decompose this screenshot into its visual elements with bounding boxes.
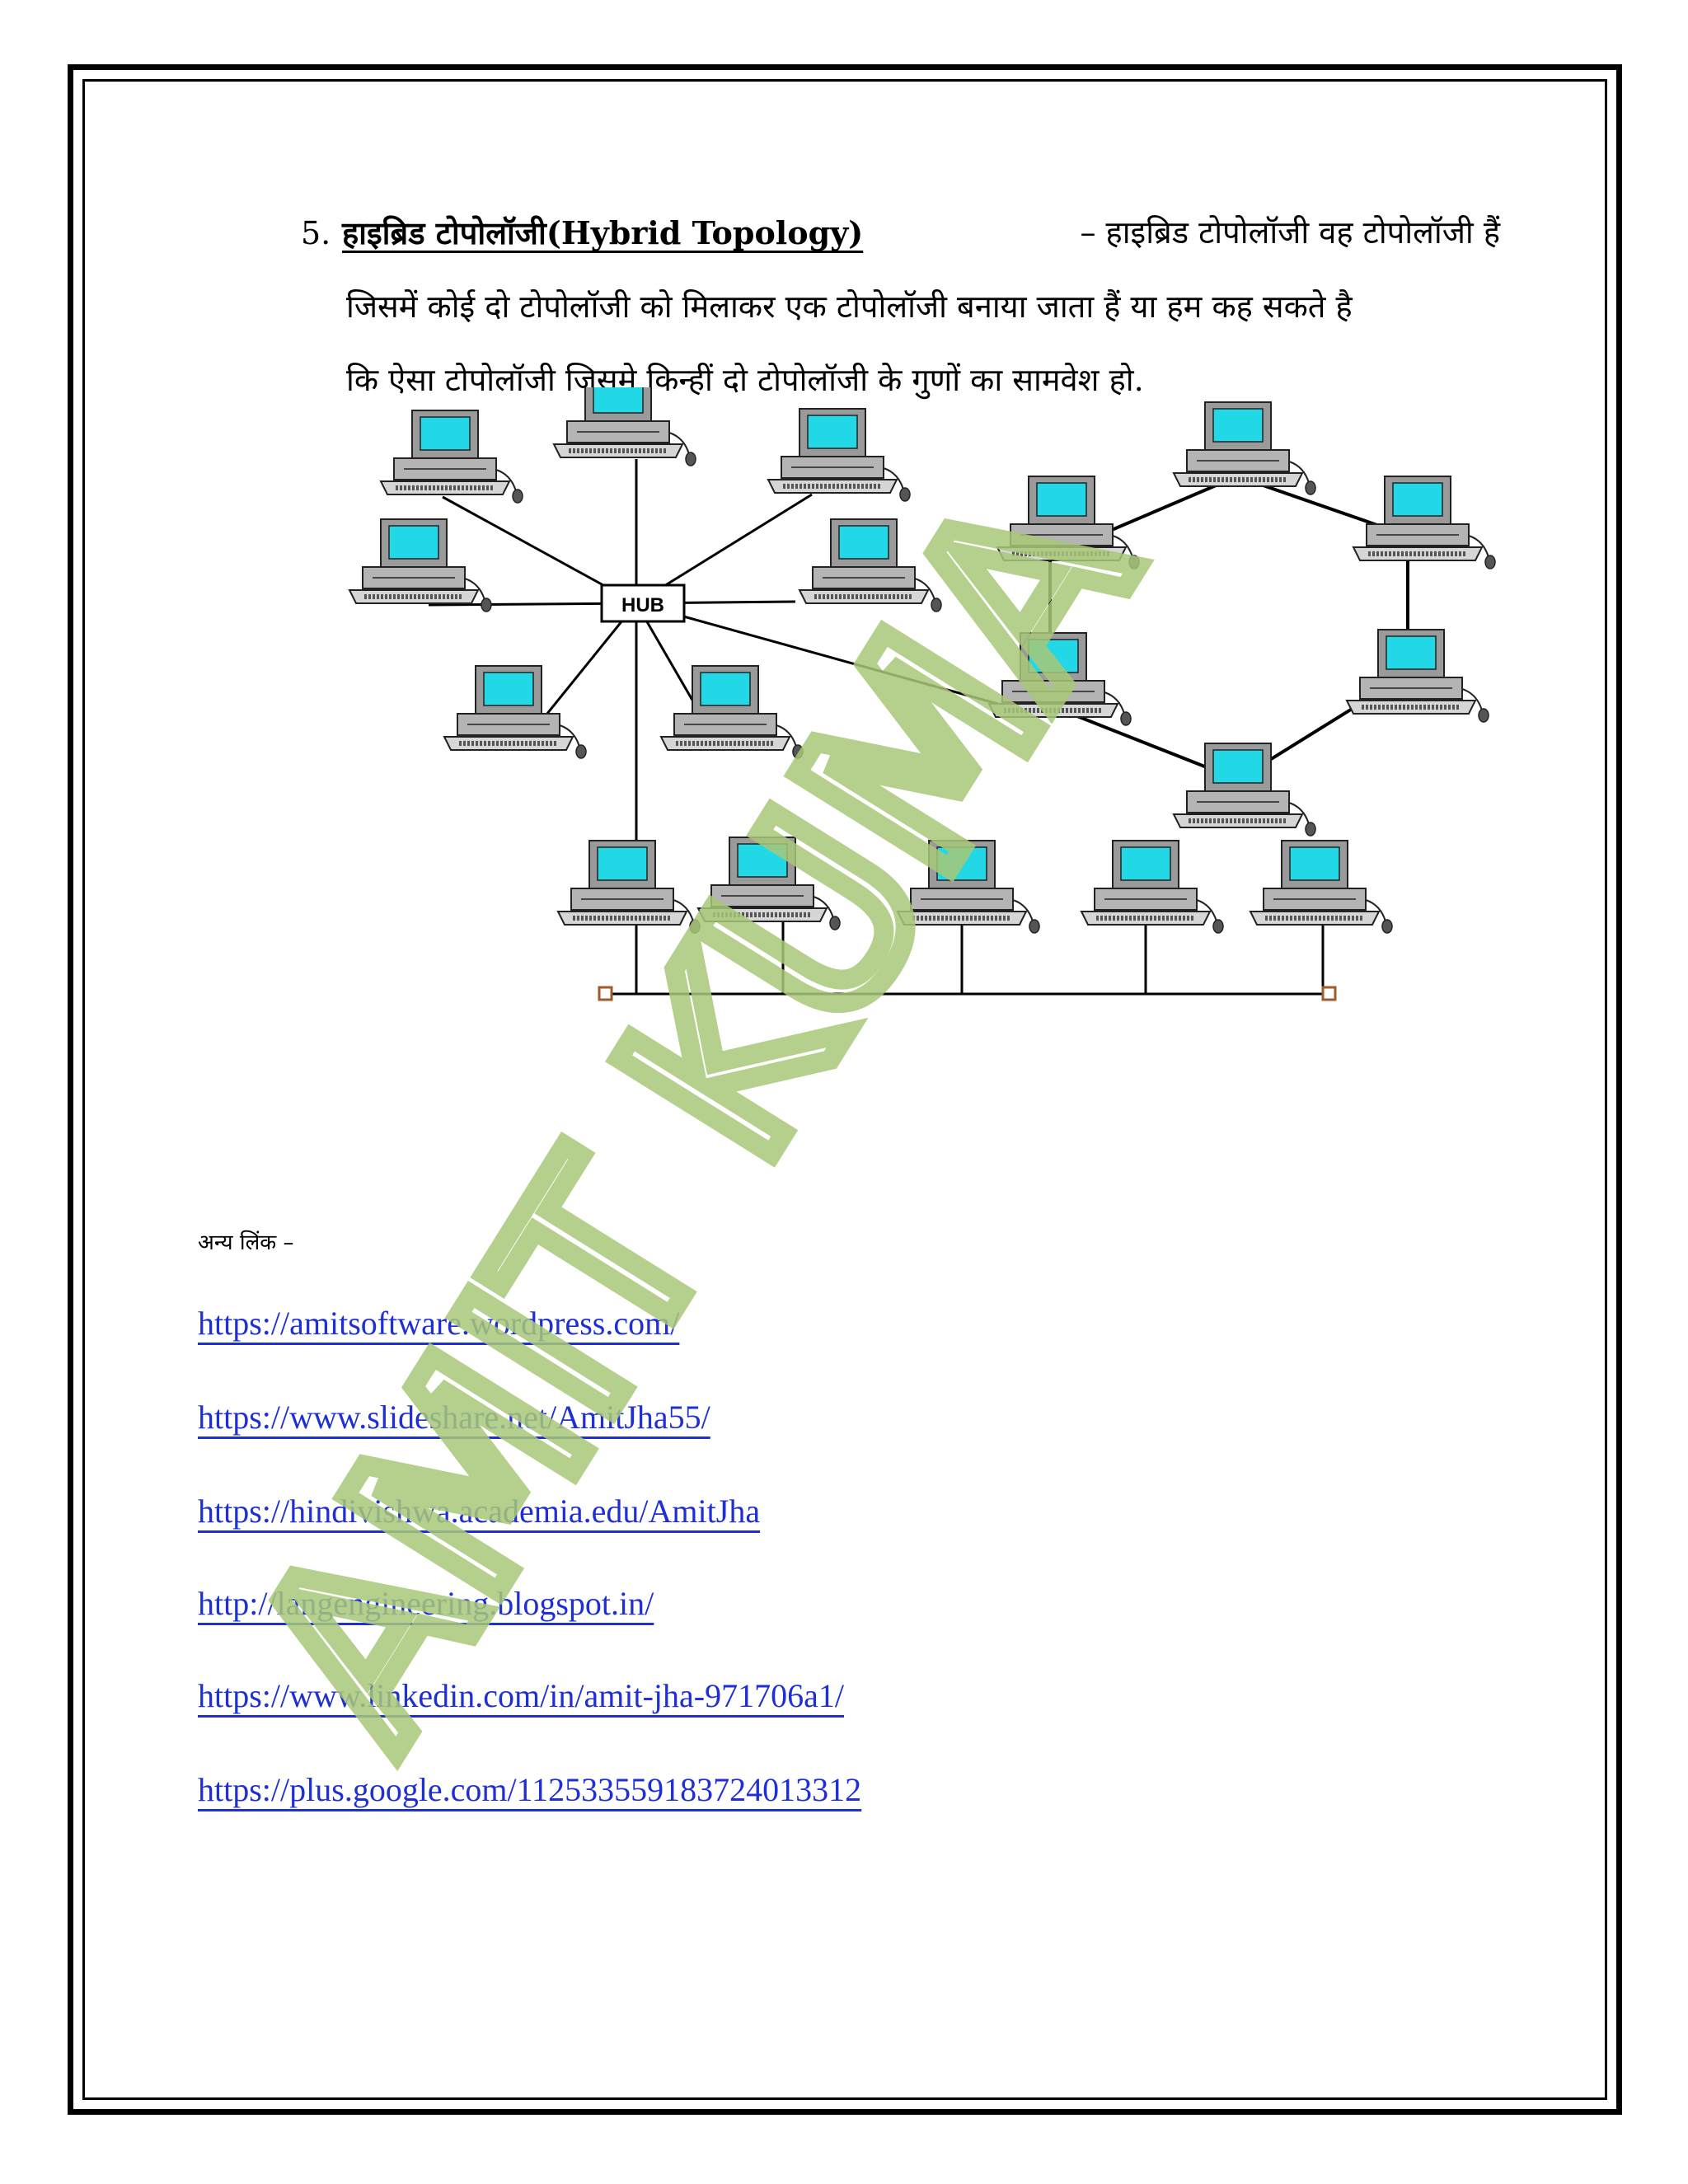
- hybrid-topology-diagram: HUB: [346, 387, 1525, 1001]
- page-border-inner: [82, 79, 1607, 2100]
- computer-icon: [1250, 841, 1392, 933]
- link-slideshare[interactable]: https://www.slideshare.net/AmitJha55/: [198, 1399, 710, 1436]
- computer-icon: [898, 841, 1039, 933]
- computer-icon: [1081, 841, 1223, 933]
- heading-line-2: जिसमें कोई दो टोपोलॉजी को मिलाकर एक टोपो…: [346, 288, 1353, 325]
- computer-icon: [661, 666, 803, 758]
- bus-terminator-left: [598, 986, 613, 1001]
- computer-icon: [768, 409, 910, 501]
- computer-icon: [1174, 402, 1315, 494]
- bus-terminator-right: [1321, 986, 1337, 1001]
- heading-line-1: 5. हाइब्रिड टोपोलॉजी(Hybrid Topology) – ह…: [301, 196, 1500, 270]
- computer-icon: [1174, 743, 1315, 836]
- link-google-plus[interactable]: https://plus.google.com/1125335591837240…: [198, 1771, 862, 1808]
- heading-line-3: कि ऐसा टोपोलॉजी जिसमे किन्हीं दो टोपोलॉज…: [346, 362, 1144, 398]
- computer-icon: [997, 476, 1139, 569]
- section-heading: 5. हाइब्रिड टोपोलॉजी(Hybrid Topology) – ह…: [301, 196, 1500, 417]
- hub-label: HUB: [621, 594, 664, 616]
- computer-icon: [799, 519, 941, 612]
- computer-icon: [558, 841, 700, 933]
- link-academia[interactable]: https://hindivishwa.academia.edu/AmitJha: [198, 1493, 761, 1530]
- computer-icon: [554, 387, 696, 466]
- heading-line-1-rest: – हाइब्रिड टोपोलॉजी वह टोपोलॉजी हैं: [1080, 214, 1500, 251]
- computer-icon: [989, 633, 1131, 725]
- computer-icon: [1347, 630, 1489, 722]
- computer-icon: [381, 410, 523, 503]
- link-amitsoftware[interactable]: https://amitsoftware.wordpress.com/: [198, 1305, 680, 1342]
- section-title: हाइब्रिड टोपोलॉजी(Hybrid Topology): [342, 214, 864, 251]
- link-blogspot[interactable]: http://langengineering.blogspot.in/: [198, 1585, 654, 1622]
- computers: [349, 387, 1495, 933]
- hub: HUB: [600, 583, 686, 623]
- link-linkedin[interactable]: https://www.linkedin.com/in/amit-jha-971…: [198, 1677, 844, 1714]
- computer-icon: [349, 519, 491, 612]
- bus-links: [606, 920, 1329, 996]
- ring-links: [1048, 474, 1409, 782]
- section-number: 5.: [301, 215, 331, 251]
- page-border-outer: [68, 64, 1622, 2115]
- computer-icon: [444, 666, 586, 758]
- other-links-label: अन्य लिंक –: [198, 1230, 294, 1255]
- computer-icon: [698, 837, 840, 930]
